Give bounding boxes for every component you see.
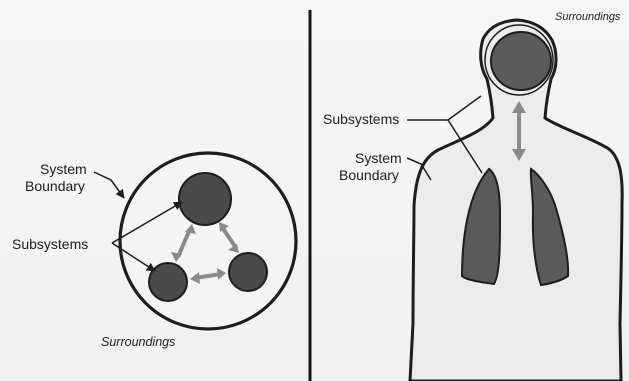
brain-subsystem bbox=[491, 32, 551, 90]
left-system-label: System bbox=[40, 161, 87, 177]
subsystem-top bbox=[179, 173, 231, 225]
right-surroundings-label: Surroundings bbox=[555, 9, 620, 25]
subsystem-right bbox=[229, 253, 267, 291]
right-subsystems-label: Subsystems bbox=[323, 111, 399, 127]
right-boundary-label: Boundary bbox=[339, 167, 399, 183]
left-subsystems-label: Subsystems bbox=[12, 236, 88, 252]
left-boundary-leader bbox=[94, 172, 124, 198]
subsystem-left bbox=[149, 263, 187, 301]
left-surroundings-label: Surroundings bbox=[101, 334, 175, 350]
left-boundary-label: Boundary bbox=[25, 178, 85, 194]
right-system-label: System bbox=[355, 150, 402, 166]
right-subsystems-leader-upper bbox=[407, 96, 481, 120]
